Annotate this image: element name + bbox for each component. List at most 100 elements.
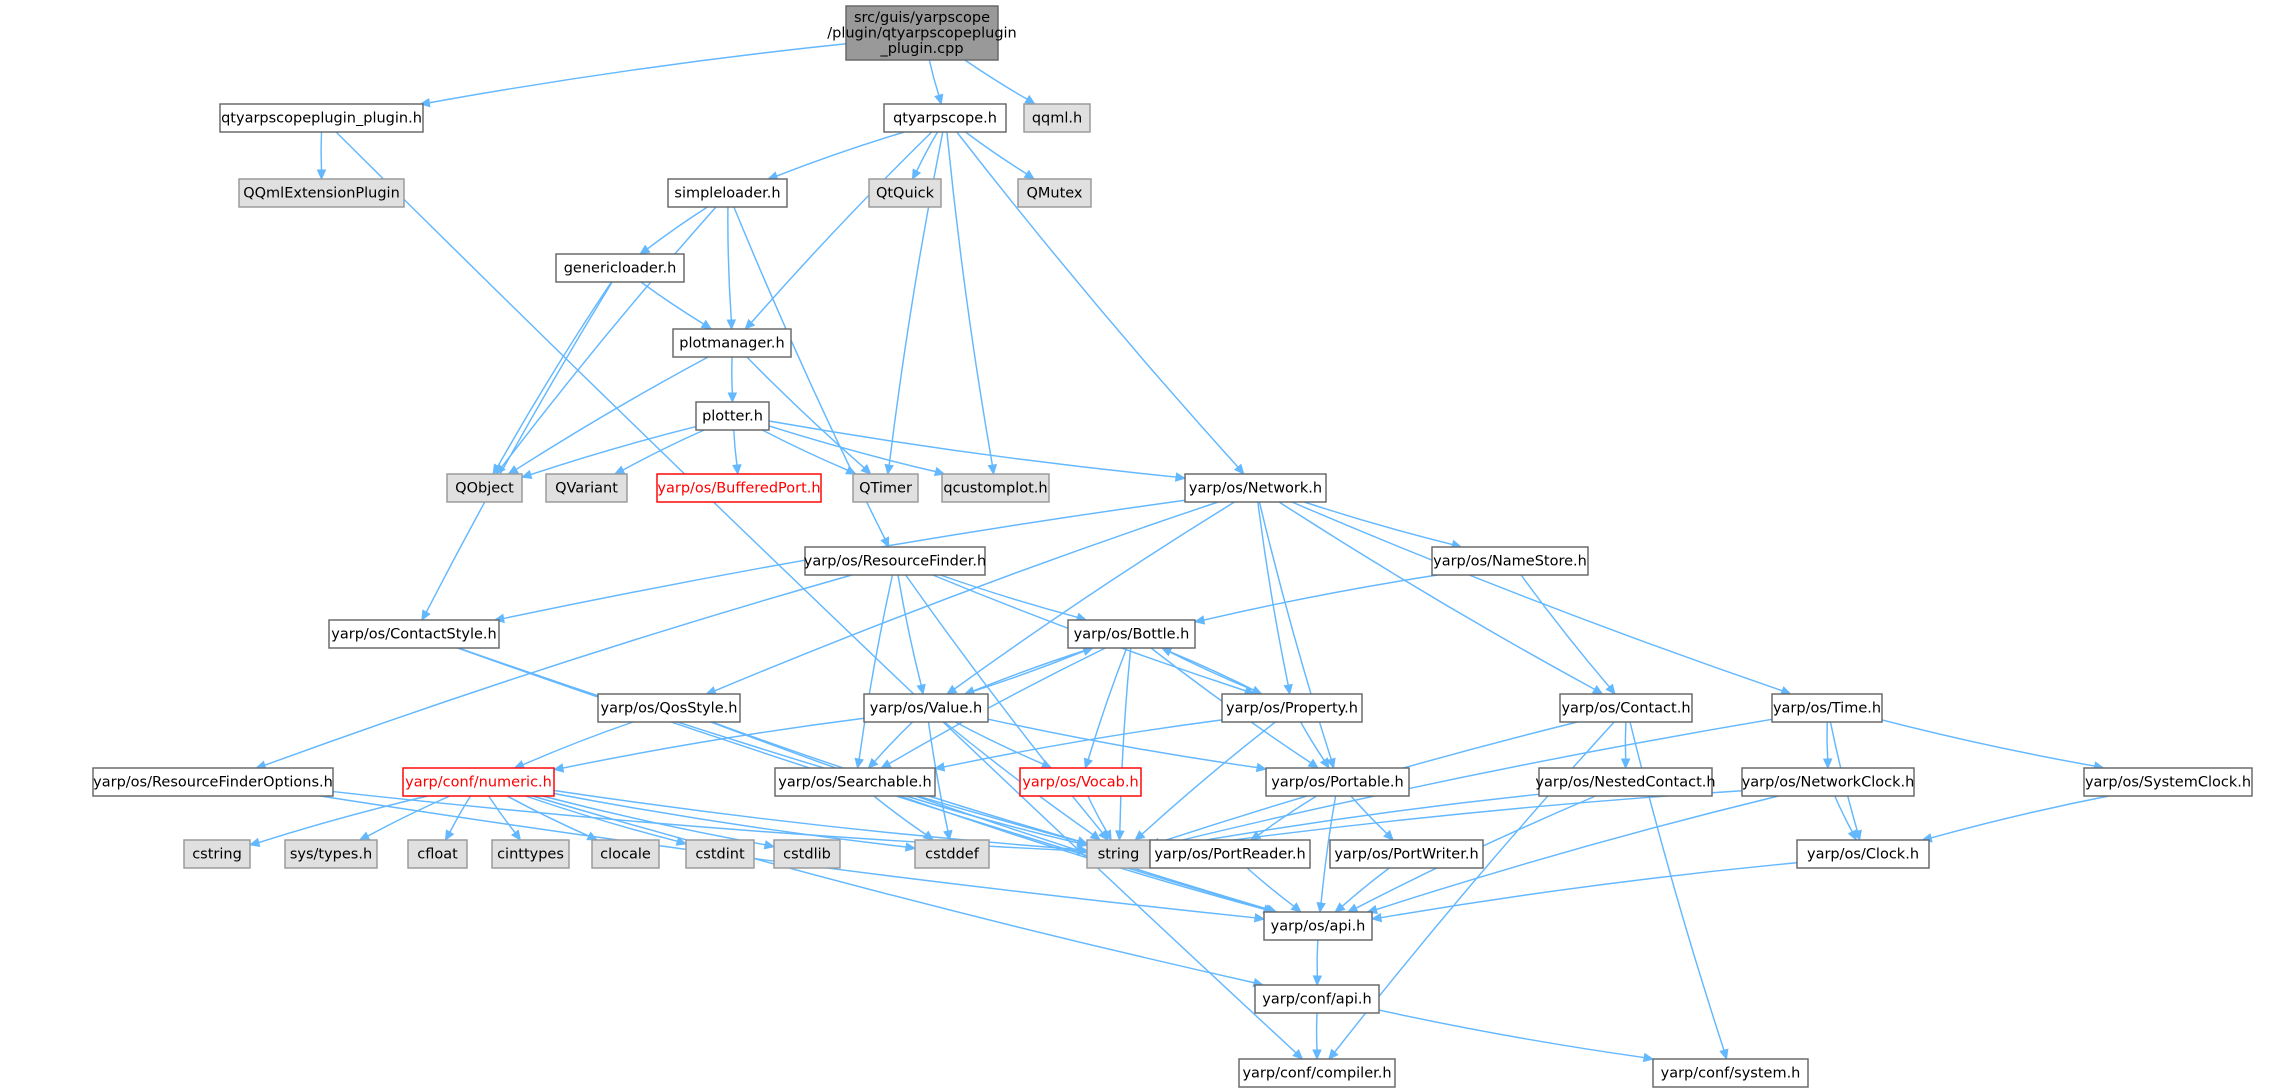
node-root[interactable]: src/guis/yarpscope/plugin/qtyarpscopeplu…	[827, 5, 1017, 61]
node-conf-api-h[interactable]: yarp/conf/api.h	[1254, 984, 1380, 1014]
edge-arrowhead	[727, 392, 738, 404]
node-label: plotmanager.h	[679, 335, 784, 351]
node-label: QTimer	[859, 480, 912, 496]
node-box	[685, 839, 755, 869]
edge-arrowhead	[880, 536, 890, 549]
node-NestedContact-h[interactable]: yarp/os/NestedContact.h	[1535, 767, 1716, 797]
edge-Portable_h-to-os_api_h	[1316, 795, 1337, 914]
edge-qtyarpscope_h-to-plotmanager_h	[744, 131, 933, 330]
node-plotmanager-h[interactable]: plotmanager.h	[672, 328, 792, 358]
edge-arrowhead	[316, 169, 327, 181]
node-simpleloader-h[interactable]: simpleloader.h	[667, 178, 788, 208]
edge-line	[858, 574, 894, 760]
node-plotter-h[interactable]: plotter.h	[695, 401, 770, 431]
node-cstring: cstring	[183, 839, 251, 869]
edge-arrowhead	[1346, 903, 1359, 913]
node-Vocab-h[interactable]: yarp/os/Vocab.h	[1019, 767, 1142, 797]
node-box	[863, 693, 989, 723]
nodes-layer: src/guis/yarpscope/plugin/qtyarpscopeplu…	[92, 5, 2253, 1088]
edge-Network_h-to-Time_h	[1291, 501, 1792, 696]
edge-simpleloader_h-to-plotmanager_h	[726, 206, 737, 331]
node-qtyarpscopeplugin-plugin-h[interactable]: qtyarpscopeplugin_plugin.h	[219, 103, 424, 133]
node-BufferedPort-h[interactable]: yarp/os/BufferedPort.h	[656, 473, 822, 503]
node-box	[1023, 103, 1091, 133]
node-label: sys/types.h	[290, 846, 372, 862]
node-PortWriter-h[interactable]: yarp/os/PortWriter.h	[1329, 839, 1484, 869]
edge-line	[906, 795, 1079, 844]
node-PortReader-h[interactable]: yarp/os/PortReader.h	[1149, 839, 1311, 869]
edge-Value_h-to-Searchable_h	[867, 721, 914, 769]
node-qcustomplot-h: qcustomplot.h	[941, 473, 1050, 503]
node-label: _plugin.cpp	[879, 41, 963, 57]
edge-arrowhead	[1822, 758, 1833, 770]
node-label: yarp/conf/compiler.h	[1242, 1065, 1391, 1081]
edge-arrowhead	[1334, 902, 1346, 913]
node-box	[407, 839, 468, 869]
node-QosStyle-h[interactable]: yarp/os/QosStyle.h	[597, 693, 741, 723]
edge-line	[1380, 861, 1798, 919]
edge-line	[940, 574, 1078, 619]
edge-conf_api_h-to-compiler_h	[1312, 1012, 1322, 1061]
edge-line	[1834, 795, 1853, 833]
edge-Value_h-to-Portable_h	[987, 718, 1268, 773]
edge-arrowhead	[1024, 94, 1036, 105]
node-Value-h[interactable]: yarp/os/Value.h	[863, 693, 989, 723]
node-label: yarp/os/Property.h	[1226, 700, 1358, 716]
node-os-api-h[interactable]: yarp/os/api.h	[1263, 911, 1373, 941]
node-box	[597, 693, 741, 723]
edge-arrowhead	[1719, 1048, 1729, 1061]
edge-genericloader_h-to-ContactStyle_h	[421, 281, 613, 622]
node-system-h[interactable]: yarp/conf/system.h	[1652, 1058, 1809, 1088]
edge-line	[622, 429, 705, 471]
node-box	[1431, 546, 1589, 576]
edge-arrowhead	[1283, 683, 1293, 696]
edge-arrowhead	[552, 763, 565, 773]
node-Clock-h[interactable]: yarp/os/Clock.h	[1796, 839, 1930, 869]
node-label: qtyarpscopeplugin_plugin.h	[221, 110, 422, 126]
node-Portable-h[interactable]: yarp/os/Portable.h	[1265, 767, 1410, 797]
edge-arrowhead	[763, 840, 776, 850]
node-qtyarpscope-h[interactable]: qtyarpscope.h	[883, 103, 1007, 133]
node-Searchable-h[interactable]: yarp/os/Searchable.h	[774, 767, 936, 797]
node-box	[1263, 911, 1373, 941]
node-box	[1254, 984, 1380, 1014]
node-Bottle-h[interactable]: yarp/os/Bottle.h	[1067, 619, 1196, 649]
node-box	[941, 473, 1050, 503]
edge-line	[1624, 721, 1627, 760]
node-label: cstdint	[695, 846, 745, 862]
edge-plotmanager_h-to-QTimer	[746, 356, 872, 475]
node-box	[774, 767, 936, 797]
edge-line	[927, 721, 949, 832]
node-SystemClock-h[interactable]: yarp/os/SystemClock.h	[2083, 767, 2253, 797]
edge-qtyarpscope_h-to-QtQuick	[911, 131, 939, 181]
node-ResourceFinder-h[interactable]: yarp/os/ResourceFinder.h	[804, 546, 986, 576]
node-string: string	[1086, 839, 1151, 869]
node-Network-h[interactable]: yarp/os/Network.h	[1184, 473, 1327, 503]
edge-arrowhead	[1290, 902, 1302, 913]
edge-ResourceFinder_h-to-Bottle_h	[940, 574, 1088, 622]
node-Contact-h[interactable]: yarp/os/Contact.h	[1559, 693, 1693, 723]
node-QVariant: QVariant	[545, 473, 628, 503]
node-label: QQmlExtensionPlugin	[243, 185, 400, 201]
node-ResourceFinderOptions-h[interactable]: yarp/os/ResourceFinderOptions.h	[92, 767, 334, 797]
edge-Property_h-to-Bottle_h	[1160, 647, 1262, 695]
node-genericloader-h[interactable]: genericloader.h	[555, 253, 685, 283]
node-Property-h[interactable]: yarp/os/Property.h	[1221, 693, 1363, 723]
edge-line	[1341, 867, 1390, 907]
node-compiler-h[interactable]: yarp/conf/compiler.h	[1238, 1058, 1396, 1088]
edge-plotter_h-to-QObject	[520, 425, 697, 480]
node-label: yarp/os/Bottle.h	[1074, 626, 1190, 642]
node-ContactStyle-h[interactable]: yarp/os/ContactStyle.h	[328, 619, 500, 649]
edge-line	[776, 131, 905, 177]
node-NameStore-h[interactable]: yarp/os/NameStore.h	[1431, 546, 1589, 576]
edge-plotter_h-to-qcustomplot_h	[768, 425, 946, 477]
edge-line	[264, 574, 852, 766]
node-NetworkClock-h[interactable]: yarp/os/NetworkClock.h	[1741, 767, 1915, 797]
node-numeric-h[interactable]: yarp/conf/numeric.h	[402, 767, 555, 797]
edge-Searchable_h-to-cstddef	[873, 795, 935, 841]
node-QtQuick: QtQuick	[868, 178, 942, 208]
node-label: cinttypes	[497, 846, 564, 862]
edge-genericloader_h-to-plotmanager_h	[640, 281, 713, 330]
node-label: yarp/os/Clock.h	[1807, 846, 1919, 862]
node-Time-h[interactable]: yarp/os/Time.h	[1771, 693, 1883, 723]
